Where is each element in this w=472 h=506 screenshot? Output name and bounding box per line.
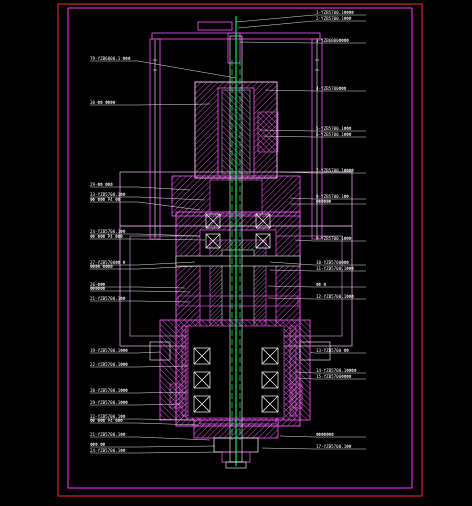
leader-line xyxy=(90,196,206,201)
callout-label: ФФФФФФФ xyxy=(316,432,334,437)
callout-label: 7-YZB5700.1ФФФФ xyxy=(316,168,354,173)
callout-labels-left: 79-YZB6000.1 ФФФ 30-ФФ ФФФФ 29-ФФ ФФФ 33-YZ… xyxy=(90,56,131,453)
leader-line xyxy=(239,41,366,44)
callout-label: 11-YZB5700.1ФФФ xyxy=(316,266,354,271)
callout-label: 29-ФФ ФФФ xyxy=(90,182,113,187)
leader-line xyxy=(90,233,201,237)
leader-line xyxy=(90,286,186,289)
leader-line xyxy=(90,201,201,211)
callout-label: 10-YZB5700ФФФ xyxy=(316,260,349,265)
callout-label: ФФ ФФФ Р4 ФФФ xyxy=(90,234,123,239)
leader-line xyxy=(90,445,216,448)
main-shaft xyxy=(225,16,247,469)
callout-label: 79-YZB6000.1 ФФФ xyxy=(90,56,131,61)
leader-lines-left xyxy=(90,60,237,454)
leader-line xyxy=(267,297,366,300)
callout-label: 33-YZB5700.1ФФ xyxy=(90,192,126,197)
callout-label: ФФ ФФФ Р4 ФФФ xyxy=(90,418,123,423)
callout-label: ФФ Ф xyxy=(316,282,327,287)
callout-label: 30-ФФ ФФФФ xyxy=(90,100,116,105)
callout-label: 20-YZB5700.1ФФФ xyxy=(90,388,128,393)
leader-line xyxy=(90,403,181,406)
callout-label: 5-YZB5700.1ФФФ xyxy=(316,126,352,131)
leader-line xyxy=(269,269,366,272)
tie-rods xyxy=(153,40,319,238)
leader-line xyxy=(237,20,366,29)
side-bolts xyxy=(169,325,303,417)
leader-line xyxy=(295,371,366,374)
callout-label: 24-YZB5700.1ФФ xyxy=(90,448,126,453)
leader-line xyxy=(289,197,366,200)
leader-line xyxy=(90,436,211,441)
callout-label: 2-YZB5700.1ФФФ xyxy=(316,16,352,21)
callout-label: ФФФ ФФ xyxy=(90,442,106,447)
callout-label: 9-YZB5700.1ФФФ xyxy=(316,236,352,241)
callout-label: 12-YZB5700.1ФФФ xyxy=(316,294,354,299)
callout-label: ФФФФФФ xyxy=(90,286,106,291)
callout-label: 21-YZB5700.1ФФ xyxy=(90,296,126,301)
leader-line xyxy=(90,186,191,191)
leader-line xyxy=(90,422,199,426)
leader-line xyxy=(90,300,191,303)
bearings xyxy=(193,213,279,413)
callout-label: 19-YZB5700.1ФФФ xyxy=(90,348,128,353)
callout-label: 26-ФФФ xyxy=(90,282,106,287)
leader-line xyxy=(235,14,366,23)
callout-label: 8-YZB5700.1ФФ xyxy=(316,194,349,199)
callout-label: 4-YZB5700ФФФ xyxy=(316,86,347,91)
leader-line xyxy=(90,365,189,368)
leader-line xyxy=(267,285,366,288)
leader-line xyxy=(90,391,189,394)
callout-label: 15-YZB5700ФФФФ xyxy=(316,374,352,379)
callout-label: 3-YZB6000ФФФФ xyxy=(316,38,349,43)
callout-label: 29-YZB5700.1ФФФ xyxy=(90,400,128,405)
leader-line xyxy=(264,89,366,92)
leader-line xyxy=(279,435,366,438)
callout-label: ФФФФФФ xyxy=(316,199,332,204)
leader-line xyxy=(294,239,366,242)
leader-line xyxy=(90,103,211,106)
leader-line xyxy=(90,290,191,293)
outer-frame xyxy=(57,3,423,497)
leader-line xyxy=(90,261,196,266)
callout-label: 22-YZB5700.1ФФФ xyxy=(90,362,128,367)
callout-label: 6-YZB5700.1ФФФ xyxy=(316,132,352,137)
callout-label: 22-YZB5700.1ФФ xyxy=(90,414,126,419)
leader-line xyxy=(261,447,366,450)
callout-label: ФФФФ ФФФФ xyxy=(90,264,113,269)
callout-label: 13-YZB5700 ФФ xyxy=(316,348,349,353)
leader-line xyxy=(259,129,366,132)
callout-label: 24-YZB5700.1ФФ xyxy=(90,229,126,234)
callout-label: 17-YZB5700.1ФФ xyxy=(316,444,352,449)
callout-label: ФФ ФФФ Р4 ФФ xyxy=(90,197,121,202)
inner-frame xyxy=(67,7,413,489)
leader-line xyxy=(90,60,237,79)
leader-line xyxy=(90,265,201,270)
leader-line xyxy=(295,377,366,380)
leader-line xyxy=(269,261,366,266)
callout-label: 14-YZB5700.1ФФФФ xyxy=(316,368,357,373)
leader-line xyxy=(279,171,366,174)
leader-line xyxy=(90,351,161,354)
leader-line xyxy=(261,135,366,138)
leader-line xyxy=(90,451,223,454)
callout-label: 27-YZB5700ФФ Ф xyxy=(90,260,126,265)
leader-line xyxy=(90,418,196,421)
callout-label: 21-YZB5700.1ФФ xyxy=(90,432,126,437)
leader-line xyxy=(90,238,206,241)
leader-line xyxy=(309,351,366,354)
callout-label: 1-YZB5700.1ФФФФ xyxy=(316,10,354,15)
leader-lines-right xyxy=(235,14,366,450)
